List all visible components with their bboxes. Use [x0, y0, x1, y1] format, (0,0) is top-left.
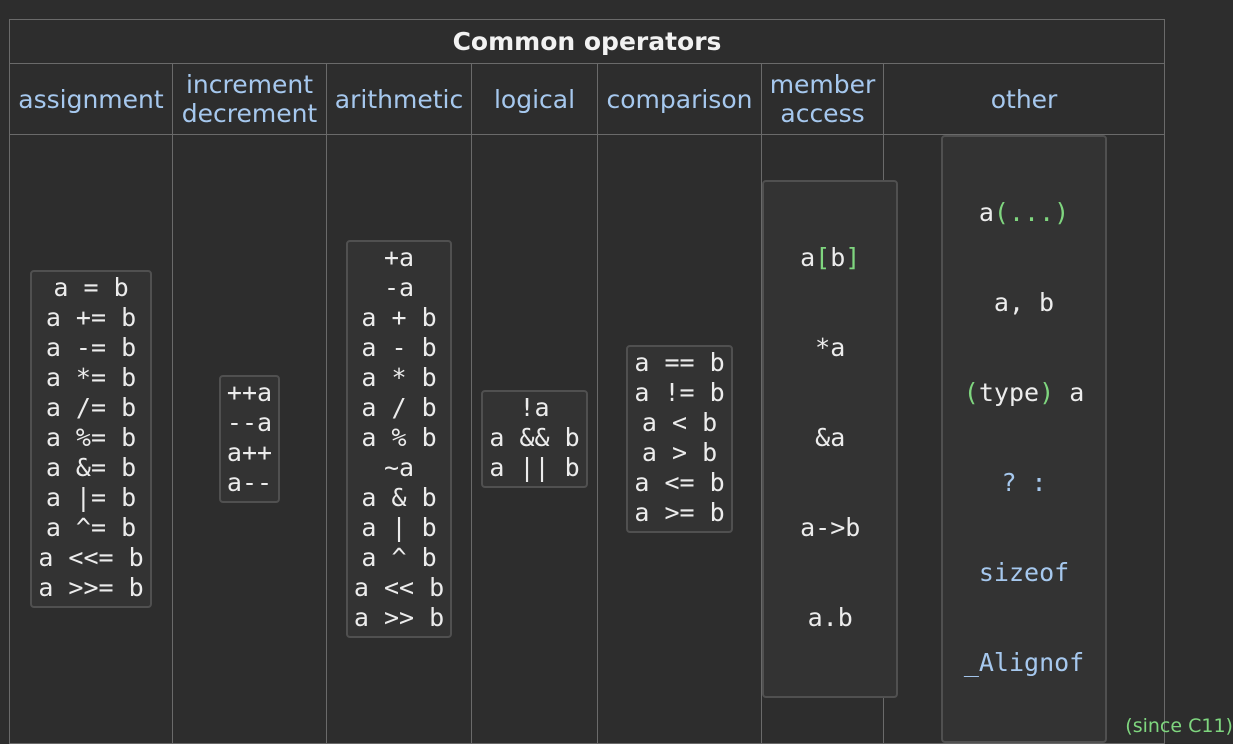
cell-member-access: a[b] *a &a a->b a.b — [761, 134, 899, 744]
arithmetic-operator[interactable]: a - b — [361, 333, 437, 362]
sizeof-operator[interactable]: sizeof — [978, 558, 1070, 587]
assignment-operator[interactable]: a %= b — [45, 423, 137, 452]
other-operators-wrap: a(...) a, b (type) a ? : sizeof _Alignof… — [940, 135, 1233, 743]
other-operators-box: a(...) a, b (type) a ? : sizeof _Alignof — [940, 135, 1108, 743]
header-increment-decrement[interactable]: increment decrement — [172, 63, 327, 135]
header-access: access — [780, 99, 865, 128]
assignment-operator[interactable]: a -= b — [45, 333, 137, 362]
alignof-operator[interactable]: _Alignof — [963, 648, 1085, 677]
arithmetic-operator[interactable]: a % b — [361, 423, 437, 452]
header-assignment[interactable]: assignment — [9, 63, 173, 135]
arithmetic-operator[interactable]: a / b — [361, 393, 437, 422]
comma-operator[interactable]: a, b — [993, 288, 1055, 317]
cell-other: a(...) a, b (type) a ? : sizeof _Alignof… — [882, 134, 1233, 744]
member-access-operators-box: a[b] *a &a a->b a.b — [762, 180, 899, 698]
arithmetic-operator[interactable]: a * b — [361, 363, 437, 392]
assignment-operator[interactable]: a &= b — [45, 453, 137, 482]
since-c11-note: (since C11) — [1125, 715, 1233, 737]
arithmetic-operator[interactable]: a | b — [361, 513, 437, 542]
header-other[interactable]: other — [882, 63, 1166, 135]
header-comparison[interactable]: comparison — [597, 63, 762, 135]
assignment-operator[interactable]: a |= b — [45, 483, 137, 512]
increment-decrement-operator[interactable]: --a — [226, 408, 273, 437]
header-increment: increment — [185, 70, 314, 99]
header-arithmetic[interactable]: arithmetic — [326, 63, 472, 135]
header-logical[interactable]: logical — [471, 63, 598, 135]
assignment-operator[interactable]: a *= b — [45, 363, 137, 392]
function-call-operator[interactable]: a(...) — [978, 198, 1070, 227]
header-row: assignment increment decrement arithmeti… — [9, 63, 1166, 135]
arithmetic-operator[interactable]: a ^ b — [361, 543, 437, 572]
comparison-operator[interactable]: a > b — [641, 438, 718, 467]
arithmetic-operator[interactable]: +a — [383, 243, 415, 272]
increment-decrement-operator[interactable]: ++a — [226, 378, 273, 407]
member-operator[interactable]: a.b — [807, 603, 853, 632]
dereference-operator[interactable]: *a — [815, 333, 846, 362]
arithmetic-operator[interactable]: a >> b — [353, 603, 445, 632]
arithmetic-operator[interactable]: a << b — [353, 573, 445, 602]
header-decrement: decrement — [181, 99, 318, 128]
header-member: member — [769, 70, 876, 99]
arithmetic-operator[interactable]: ~a — [383, 453, 415, 482]
arithmetic-operator[interactable]: a & b — [361, 483, 437, 512]
comparison-operator[interactable]: a != b — [634, 378, 725, 407]
conditional-operator[interactable]: ? : — [1001, 468, 1047, 497]
assignment-operator[interactable]: a = b — [53, 273, 129, 302]
assignment-operator[interactable]: a ^= b — [45, 513, 137, 542]
cast-operator[interactable]: (type) a — [963, 378, 1085, 407]
logical-operator[interactable]: a || b — [489, 453, 580, 482]
assignment-operator[interactable]: a >>= b — [38, 573, 144, 602]
comparison-operator[interactable]: a < b — [641, 408, 718, 437]
pointer-member-operator[interactable]: a->b — [800, 513, 861, 542]
address-of-operator[interactable]: &a — [815, 423, 846, 452]
increment-decrement-operator[interactable]: a++ — [226, 438, 273, 467]
increment-decrement-operator[interactable]: a-- — [226, 468, 273, 497]
assignment-operator[interactable]: a <<= b — [38, 543, 144, 572]
logical-operator[interactable]: !a — [519, 393, 550, 422]
common-operators-table: Common operators assignment increment de… — [8, 19, 1233, 744]
arithmetic-operator[interactable]: -a — [383, 273, 415, 302]
title-row: Common operators — [8, 19, 1166, 64]
arithmetic-operator[interactable]: a + b — [361, 303, 437, 332]
comparison-operator[interactable]: a >= b — [634, 498, 725, 527]
comparison-operator[interactable]: a == b — [634, 348, 725, 377]
logical-operator[interactable]: a && b — [489, 423, 580, 452]
subscript-operator[interactable]: a[b] — [800, 243, 861, 272]
assignment-operator[interactable]: a /= b — [45, 393, 137, 422]
header-member-access[interactable]: member access — [761, 63, 884, 135]
table-title: Common operators — [8, 19, 1166, 64]
comparison-operator[interactable]: a <= b — [634, 468, 725, 497]
assignment-operator[interactable]: a += b — [45, 303, 137, 332]
